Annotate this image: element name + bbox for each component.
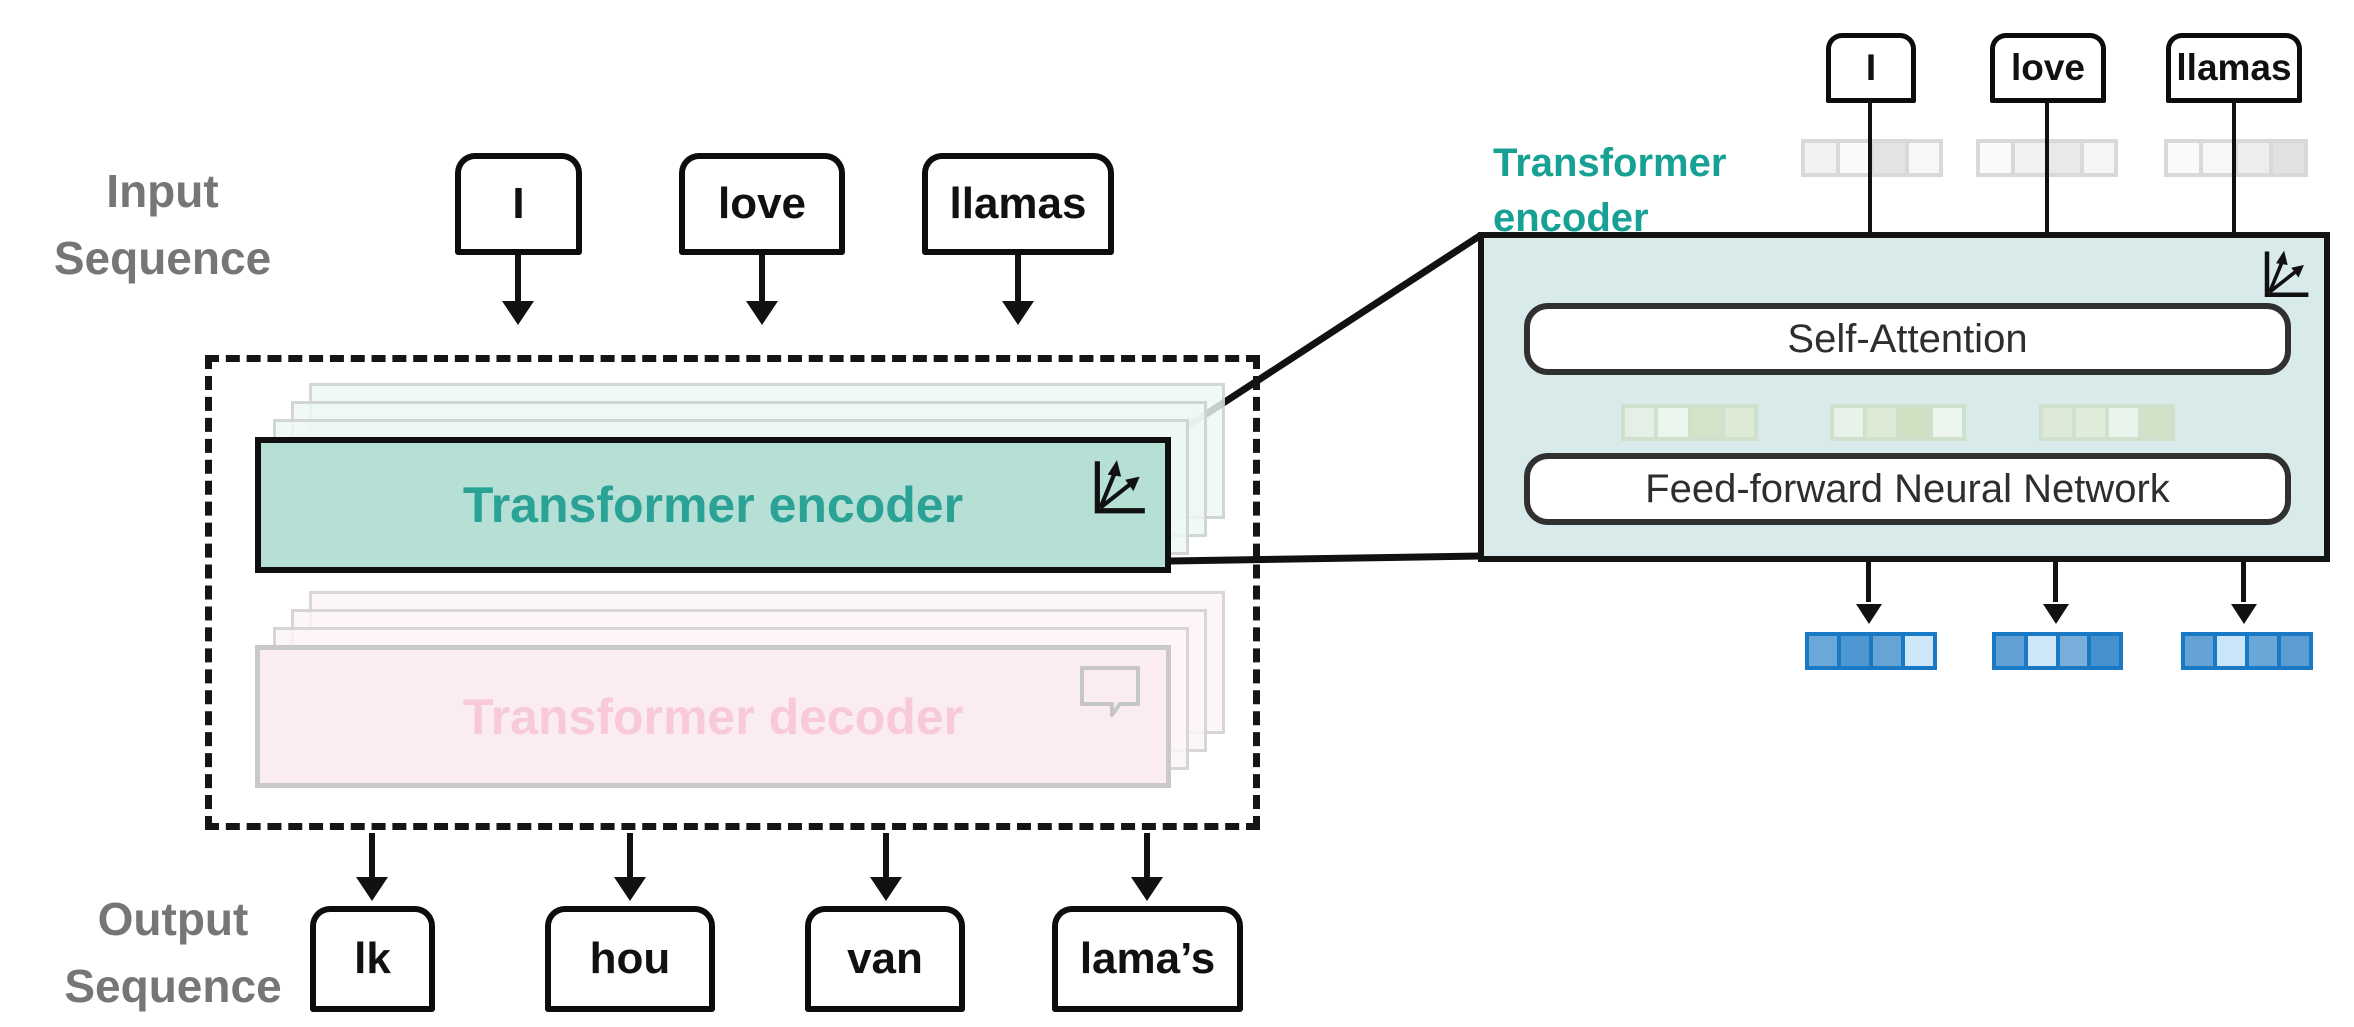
hidden-embedding-strip-3 <box>2039 404 2175 441</box>
input-embedding-strip-1 <box>1801 139 1943 177</box>
panel-token-line-1 <box>1868 101 1872 235</box>
expand-axis-icon <box>2264 250 2309 297</box>
output-sequence-label: Output Sequence <box>64 893 282 1012</box>
input-token-love: love <box>679 153 845 255</box>
embedding-cell <box>1658 408 1688 437</box>
embedding-cell <box>1809 636 1837 666</box>
transformer-encoder-label: Transformer encoder <box>462 477 964 533</box>
embedding-cell <box>2185 636 2213 666</box>
panel-output-arrow-2 <box>2053 562 2058 602</box>
transformer-decoder-label: Transformer decoder <box>462 688 964 745</box>
embedding-cell <box>1805 143 1836 173</box>
output-token-lk-label: lk <box>354 934 391 983</box>
speech-bubble-icon <box>1080 666 1140 717</box>
embedding-cell <box>1834 408 1863 437</box>
embedding-cell <box>2049 143 2080 173</box>
input-embedding-strip-3 <box>2164 139 2308 177</box>
output-arrow-4 <box>1144 833 1150 879</box>
panel-token-line-2 <box>2045 101 2049 235</box>
embedding-cell <box>2027 636 2056 666</box>
input-token-love-label: love <box>717 179 807 228</box>
output-embedding-strip-3 <box>2181 632 2313 670</box>
output-embedding-strip-2 <box>1992 632 2123 670</box>
embedding-cell <box>2059 636 2088 666</box>
panel-token-i: I <box>1826 33 1916 103</box>
embedding-cell <box>2083 143 2114 173</box>
embedding-cell <box>2273 143 2304 173</box>
panel-token-love: love <box>1990 33 2106 103</box>
embedding-cell <box>1933 408 1962 437</box>
embedding-cell <box>1873 636 1901 666</box>
input-token-llamas-label: llamas <box>949 179 1087 228</box>
input-arrow-2 <box>759 255 765 303</box>
panel-transformer-encoder-label: Transformer encoder <box>1493 141 1727 241</box>
transformer-decoder-box: Transformer decoder <box>255 645 1171 788</box>
output-arrow-2 <box>627 833 633 879</box>
embedding-cell <box>2203 143 2234 173</box>
input-token-i-label: I <box>512 179 525 228</box>
embedding-cell <box>2238 143 2269 173</box>
embedding-cell <box>2281 636 2309 666</box>
input-token-i: I <box>455 153 582 255</box>
self-attention-box: Self-Attention <box>1524 303 2291 375</box>
embedding-cell <box>2091 636 2119 666</box>
panel-token-llamas-label: llamas <box>2176 47 2292 88</box>
input-token-llamas: llamas <box>922 153 1114 255</box>
panel-token-line-3 <box>2232 101 2236 235</box>
embedding-cell <box>1867 408 1896 437</box>
feed-forward-box: Feed-forward Neural Network <box>1524 453 2291 525</box>
embedding-cell <box>1996 636 2024 666</box>
output-token-lamas: lama’s <box>1052 906 1243 1012</box>
input-arrow-1 <box>515 255 521 303</box>
hidden-embedding-strip-1 <box>1621 404 1758 441</box>
embedding-cell <box>2142 408 2171 437</box>
input-arrow-3 <box>1015 255 1021 303</box>
output-embedding-strip-1 <box>1805 632 1937 670</box>
output-token-lk: lk <box>310 906 435 1012</box>
panel-output-arrow-1 <box>1866 562 1871 602</box>
embedding-cell <box>2014 143 2045 173</box>
embedding-cell <box>2076 408 2105 437</box>
output-token-lamas-label: lama’s <box>1079 934 1216 983</box>
output-token-hou: hou <box>545 906 715 1012</box>
embedding-cell <box>2249 636 2277 666</box>
embedding-cell <box>2043 408 2072 437</box>
input-sequence-label: Input Sequence <box>53 165 272 284</box>
panel-token-love-label: love <box>2010 47 2086 88</box>
output-token-hou-label: hou <box>589 934 671 983</box>
panel-token-i-label: I <box>1865 47 1877 88</box>
embedding-cell <box>2109 408 2138 437</box>
output-token-van-label: van <box>847 934 923 983</box>
embedding-cell <box>1900 408 1929 437</box>
embedding-cell <box>1724 408 1754 437</box>
output-arrow-1 <box>369 833 375 879</box>
panel-token-llamas: llamas <box>2166 33 2302 103</box>
embedding-cell <box>1874 143 1905 173</box>
embedding-cell <box>1908 143 1939 173</box>
embedding-cell <box>1841 636 1869 666</box>
embedding-cell <box>1625 408 1655 437</box>
embedding-cell <box>2217 636 2245 666</box>
model-dashed-region <box>205 355 1260 830</box>
embedding-cell <box>2168 143 2199 173</box>
output-token-van: van <box>805 906 965 1012</box>
panel-output-arrow-3 <box>2241 562 2246 602</box>
transformer-encoder-box: Transformer encoder <box>255 437 1171 573</box>
embedding-cell <box>1691 408 1721 437</box>
expand-axis-icon <box>1094 460 1145 514</box>
hidden-embedding-strip-2 <box>1830 404 1966 441</box>
embedding-cell <box>1905 636 1933 666</box>
embedding-cell <box>1839 143 1870 173</box>
feed-forward-label: Feed-forward Neural Network <box>1645 466 2170 511</box>
self-attention-label: Self-Attention <box>1787 316 2028 361</box>
embedding-cell <box>1980 143 2011 173</box>
output-arrow-3 <box>883 833 889 879</box>
